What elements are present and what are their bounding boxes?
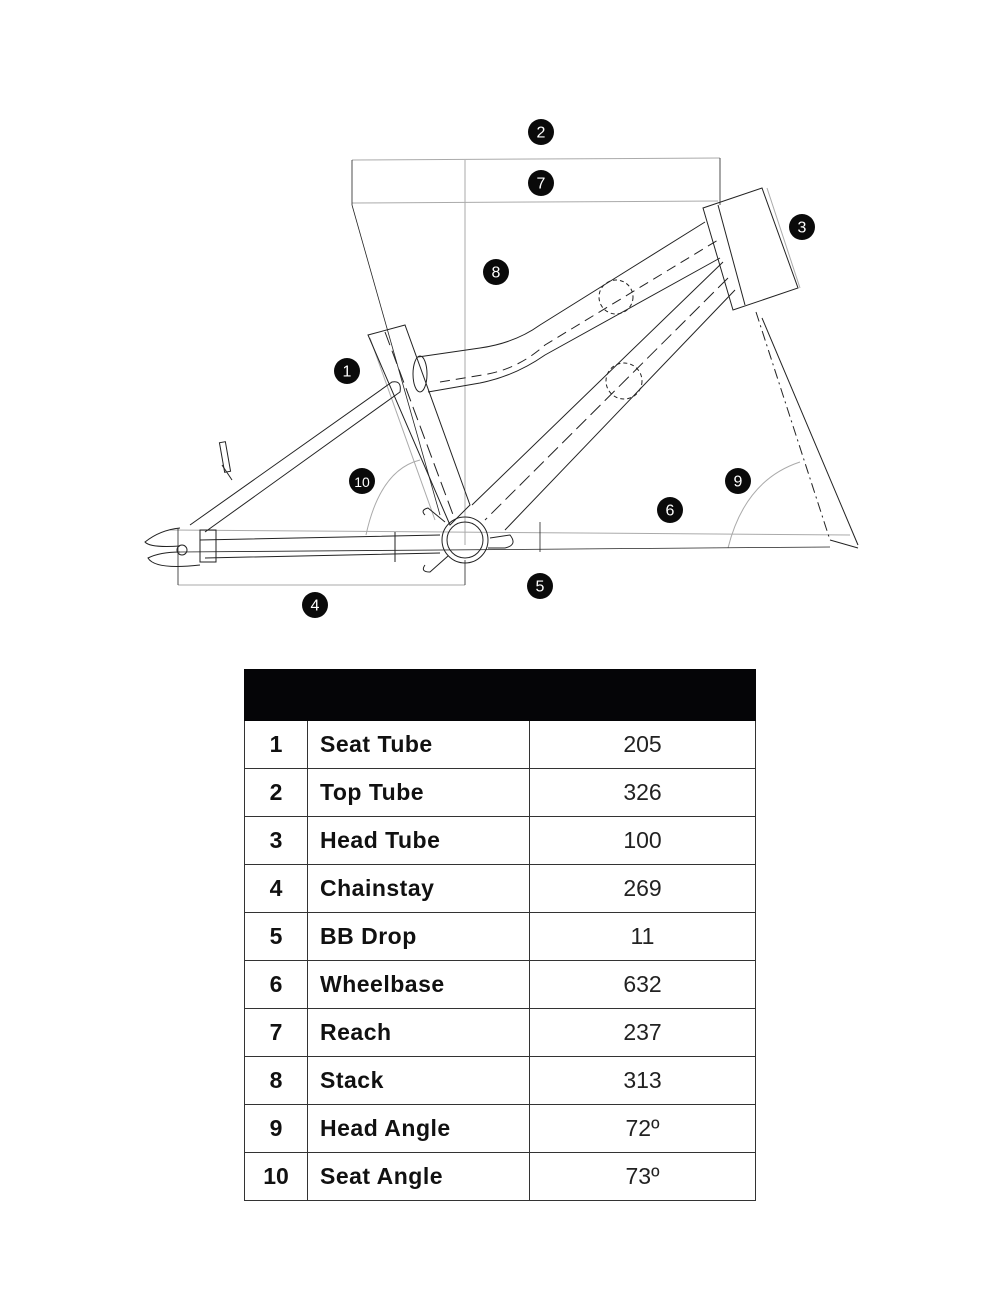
marker-10: 10 <box>349 468 375 494</box>
row-label: Stack <box>307 1056 530 1105</box>
svg-text:7: 7 <box>537 176 546 193</box>
marker-4: 4 <box>302 592 328 618</box>
marker-1: 1 <box>334 358 360 384</box>
row-label: BB Drop <box>307 912 530 961</box>
seat-tube <box>367 324 471 526</box>
row-value: 11 <box>529 912 756 961</box>
row-number: 7 <box>244 1008 308 1057</box>
row-number: 10 <box>244 1152 308 1201</box>
row-label: Reach <box>307 1008 530 1057</box>
dimension-lines <box>169 157 851 586</box>
svg-text:3: 3 <box>798 220 807 237</box>
marker-2: 2 <box>528 119 554 145</box>
row-value: 326 <box>529 768 756 817</box>
row-value: 269 <box>529 864 756 913</box>
row-label: Head Tube <box>307 816 530 865</box>
row-value: 237 <box>529 1008 756 1057</box>
bike-frame-geometry-diagram: 2 7 3 8 1 10 9 6 5 4 <box>144 119 859 618</box>
row-label: Seat Tube <box>307 720 530 769</box>
row-label: Chainstay <box>307 864 530 913</box>
row-label: Top Tube <box>307 768 530 817</box>
row-value: 632 <box>529 960 756 1009</box>
dropout <box>144 527 201 567</box>
marker-3: 3 <box>789 214 815 240</box>
svg-text:6: 6 <box>666 503 675 520</box>
marker-8: 8 <box>483 259 509 285</box>
row-number: 3 <box>244 816 308 865</box>
row-number: 2 <box>244 768 308 817</box>
seat-stay <box>189 381 401 533</box>
row-label: Wheelbase <box>307 960 530 1009</box>
row-value: 205 <box>529 720 756 769</box>
svg-text:4: 4 <box>311 598 320 615</box>
frame <box>144 187 859 573</box>
row-number: 8 <box>244 1056 308 1105</box>
svg-text:10: 10 <box>354 474 370 490</box>
row-label: Head Angle <box>307 1104 530 1153</box>
extension-lines <box>177 158 831 585</box>
head-tube <box>702 187 799 311</box>
row-number: 5 <box>244 912 308 961</box>
bottom-bracket <box>441 516 489 564</box>
table-header <box>244 669 756 721</box>
row-number: 6 <box>244 960 308 1009</box>
row-value: 73º <box>529 1152 756 1201</box>
chainstay <box>199 534 441 559</box>
row-number: 4 <box>244 864 308 913</box>
svg-text:2: 2 <box>537 125 546 142</box>
row-number: 9 <box>244 1104 308 1153</box>
marker-5: 5 <box>527 573 553 599</box>
row-number: 1 <box>244 720 308 769</box>
row-value: 313 <box>529 1056 756 1105</box>
marker-9: 9 <box>725 468 751 494</box>
row-label: Seat Angle <box>307 1152 530 1201</box>
svg-text:5: 5 <box>536 579 545 596</box>
marker-7: 7 <box>528 170 554 196</box>
top-tube <box>417 221 706 358</box>
svg-text:8: 8 <box>492 265 501 282</box>
row-value: 100 <box>529 816 756 865</box>
svg-text:1: 1 <box>343 364 352 381</box>
svg-text:9: 9 <box>734 474 743 491</box>
row-value: 72º <box>529 1104 756 1153</box>
down-tube <box>471 261 724 506</box>
marker-6: 6 <box>657 497 683 523</box>
